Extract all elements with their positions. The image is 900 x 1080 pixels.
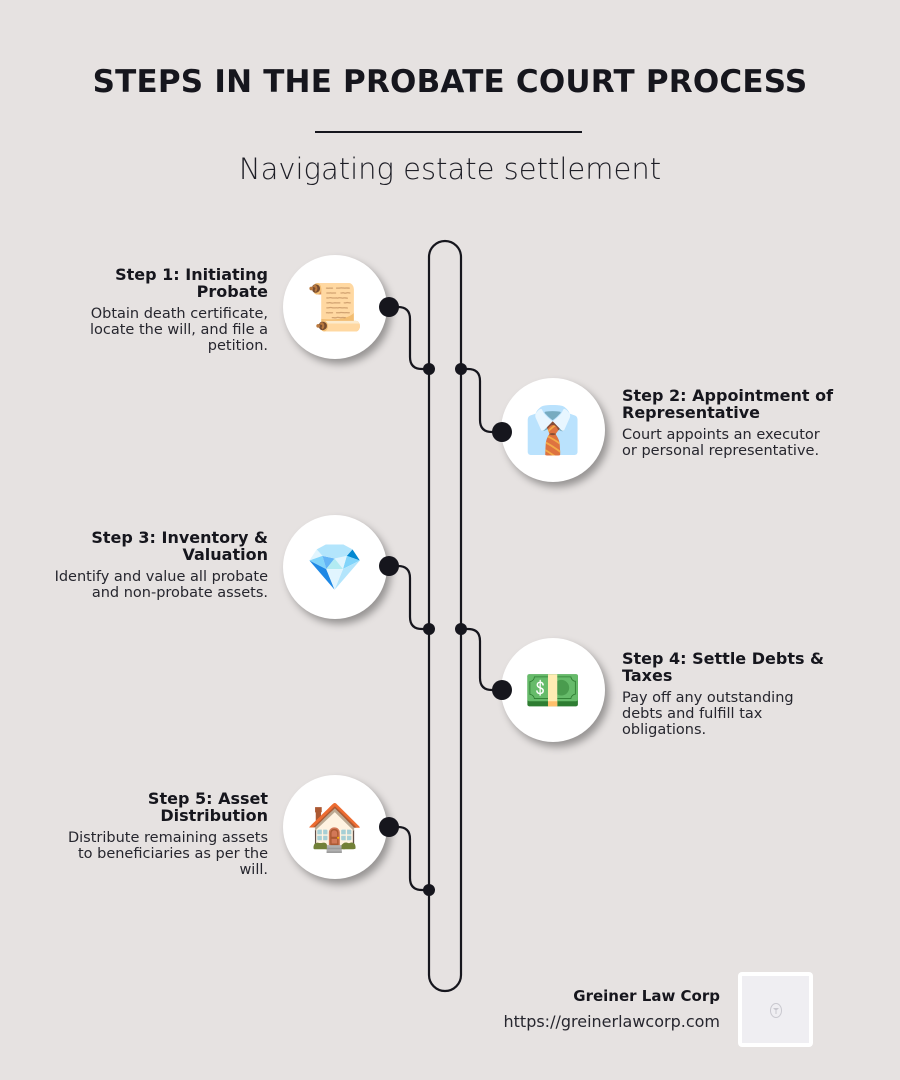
step-2-description: Court appoints an executor or personal r… [622,427,820,459]
step-5-description: Distribute remaining assets to beneficia… [67,830,268,878]
step-1-icon-circle: 📜 [283,255,387,359]
company-url[interactable]: https://greinerlawcorp.com [503,1012,721,1031]
timeline-loop [427,239,463,993]
step-1-description: Obtain death certificate, locate the wil… [89,306,268,354]
step-2: Step 2: Appointment of Representative Co… [622,387,837,459]
step-3-description: Identify and value all probate and non-p… [54,569,268,601]
step-1-title: Step 1: Initiating Probate [115,265,268,301]
step-5: Step 5: Asset Distribution Distribute re… [53,790,268,878]
step-3-title: Step 3: Inventory & Valuation [91,528,268,564]
step-1: Step 1: Initiating Probate Obtain death … [53,266,268,354]
step-2-icon-circle: 👔 [501,378,605,482]
company-logo [738,972,813,1047]
step-3-icon-circle: 💎 [283,515,387,619]
step-5-title: Step 5: Asset Distribution [147,789,268,825]
shirt-and-tie-icon: 👔 [524,403,582,457]
step-4-description: Pay off any outstanding debts and fulfil… [622,690,794,738]
step-3: Step 3: Inventory & Valuation Identify a… [53,529,268,601]
scroll-icon: 📜 [306,280,364,334]
gem-icon: 💎 [306,540,364,594]
page-title: STEPS IN THE PROBATE COURT PROCESS [92,64,808,100]
step-4-title: Step 4: Settle Debts & Taxes [622,649,825,685]
page-subtitle: Navigating estate settlement [238,152,662,186]
step-5-icon-circle: 🏠 [283,775,387,879]
step-2-title: Step 2: Appointment of Representative [622,386,834,422]
dollar-banknote-icon: 💵 [524,663,582,717]
title-divider [315,131,582,133]
step-4: Step 4: Settle Debts & Taxes Pay off any… [622,650,837,738]
company-logo-icon [769,1002,782,1018]
step-4-icon-circle: 💵 [501,638,605,742]
company-name: Greiner Law Corp [573,987,720,1005]
house-icon: 🏠 [306,800,364,854]
